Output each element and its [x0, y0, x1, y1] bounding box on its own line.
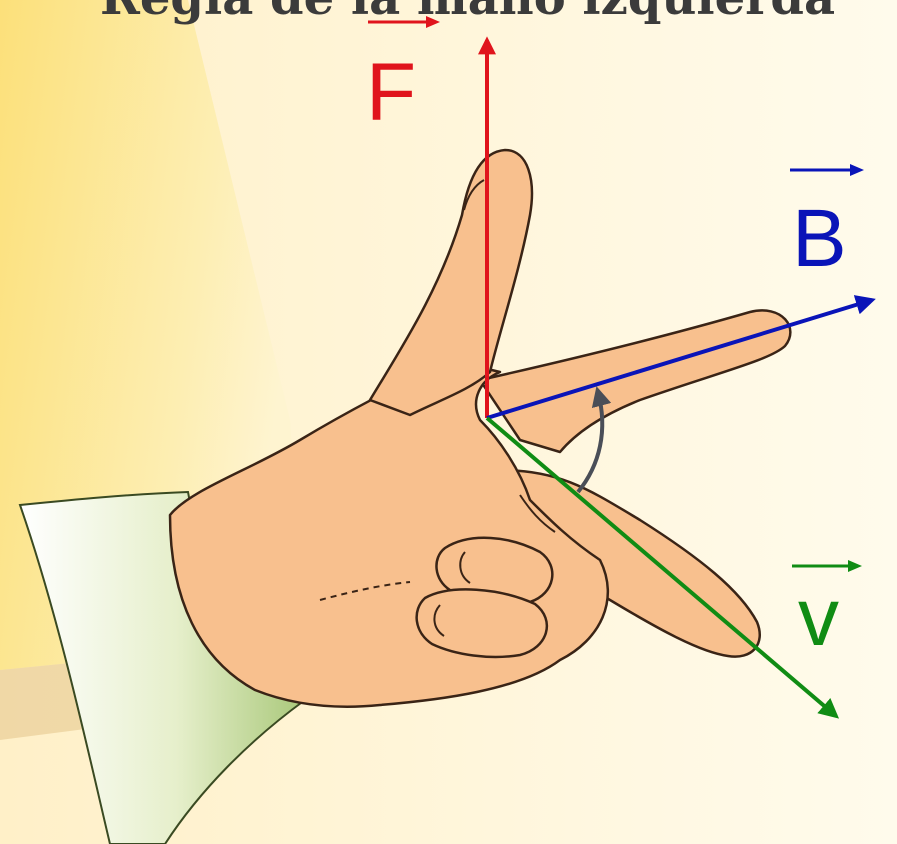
sleeve — [18, 490, 307, 844]
field-label: B — [792, 193, 847, 284]
force-label-group: F — [366, 16, 440, 138]
nail-lower — [433, 604, 445, 637]
velocity-arrow — [485, 416, 840, 719]
angle-arc-arrow — [576, 386, 612, 494]
palm-crease — [319, 581, 411, 601]
force-overbar-head — [426, 16, 440, 28]
velocity-overbar-head — [848, 560, 862, 572]
cropped-title: Regla de la mano izquierda — [100, 0, 835, 26]
velocity-label-group: v — [792, 560, 862, 663]
field-label-group: B — [790, 164, 864, 284]
nail-upper — [459, 551, 471, 584]
curled-finger-lower — [415, 588, 549, 659]
knuckle-crease — [519, 494, 556, 533]
thumbnail-line — [463, 179, 485, 211]
velocity-label: v — [798, 572, 839, 663]
field-overbar-head — [850, 164, 864, 176]
field-arrow — [486, 295, 876, 420]
middle-finger — [478, 309, 792, 454]
force-label: F — [366, 47, 416, 138]
